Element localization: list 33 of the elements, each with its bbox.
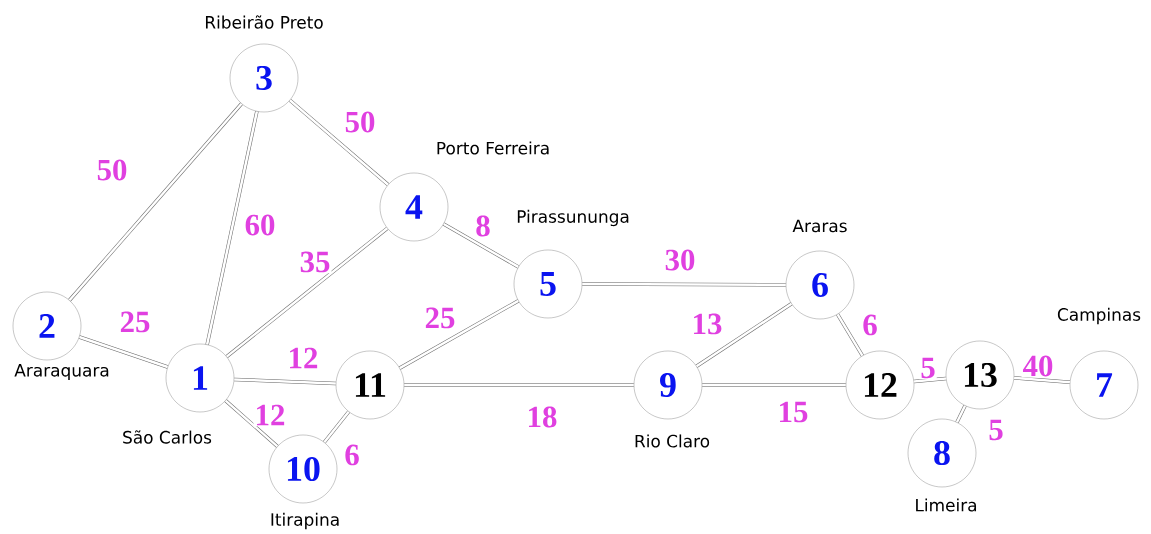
city-name: Limeira: [916, 498, 976, 512]
road-line: [225, 226, 389, 358]
city-name: Pirassununga: [517, 209, 629, 227]
city-name: São Carlos: [123, 430, 212, 444]
city-name: Ribeirão Preto: [206, 15, 323, 29]
road-line: [913, 376, 947, 384]
distance-label: 5: [987, 418, 1005, 442]
road-line: [955, 404, 967, 423]
road-line: [404, 383, 634, 387]
city-name: Araras: [792, 219, 847, 233]
distance-label: 6: [343, 443, 361, 467]
road-line: [836, 313, 864, 357]
road-line: [322, 410, 351, 444]
road-line: [68, 102, 243, 302]
road-line: [582, 282, 786, 287]
road-line: [442, 222, 520, 269]
city-name: Rio Claro: [635, 434, 710, 448]
city-name: Itirapina: [271, 512, 339, 530]
distance-label: 6: [861, 313, 879, 337]
distance-label: 5: [919, 356, 937, 380]
road-line: [398, 299, 520, 370]
city-name: Campinas: [1057, 307, 1141, 325]
road-line: [695, 302, 793, 368]
road-line: [288, 98, 390, 187]
road-line: [1013, 376, 1071, 384]
city-name: Porto Ferreira: [437, 141, 549, 155]
road-line: [78, 335, 169, 369]
road-line: [205, 111, 259, 345]
road-line: [224, 399, 279, 448]
city-name: Araraquara: [14, 364, 109, 380]
road-line: [234, 377, 336, 386]
road-line: [702, 383, 846, 387]
distance-label: 8: [474, 214, 492, 238]
